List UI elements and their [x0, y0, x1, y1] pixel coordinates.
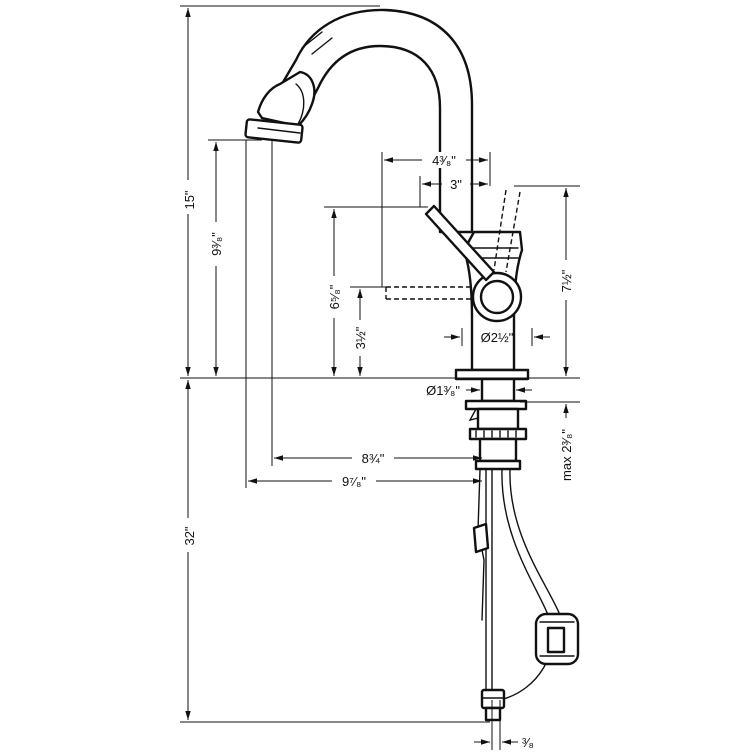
dim-overall-height-lower: 32" [182, 526, 197, 545]
faucet-body [454, 230, 530, 381]
spray-head [244, 70, 316, 144]
dim-max-deck-thickness: max 2³⁄₈" [559, 429, 574, 481]
dim-body-diameter: Ø2½" [481, 330, 514, 345]
dim-body-height: 7½" [559, 269, 574, 292]
dim-spout-reach: 8¾" [362, 451, 385, 466]
lever-alt-hidden-position [493, 189, 521, 273]
dim-spout-reach-total: 9⁷⁄₈" [342, 474, 366, 489]
extension-lines [180, 5, 580, 750]
dim-lever-height: 6⁵⁄₈" [327, 284, 342, 309]
mounting-shank [464, 377, 528, 471]
dim-shank-diameter: Ø1³⁄₈" [426, 383, 460, 398]
dim-overall-height-upper: 15" [182, 190, 197, 209]
lever-handle [424, 204, 496, 282]
dim-spout-outlet-height: 9³⁄₈" [209, 232, 224, 256]
dim-connection-size: ³⁄₈ [522, 735, 534, 750]
dim-reach-4-3-8: 4³⁄₈" [432, 153, 456, 168]
dimension-labels: 15" 32" 9³⁄₈" 6⁵⁄₈" 3½" 4³⁄₈" 3" 7½" Ø2½… [176, 152, 578, 750]
supply-hoses [472, 468, 580, 722]
dim-reach-3: 3" [450, 177, 462, 192]
side-handle-hidden-position [385, 286, 472, 300]
dim-side-handle-height: 3½" [353, 326, 368, 349]
